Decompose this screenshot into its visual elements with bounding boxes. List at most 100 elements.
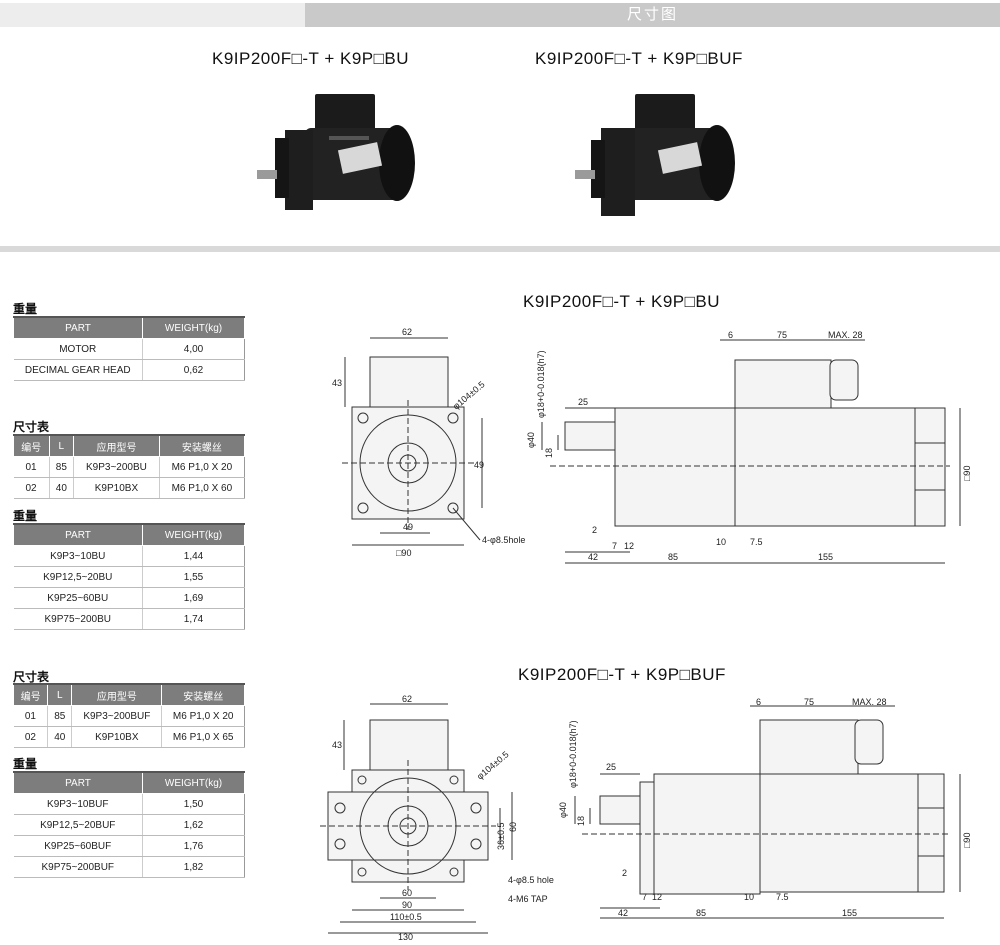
product-title-buf: K9IP200F□-T + K9P□BUF	[535, 49, 743, 68]
product-title-bu: K9IP200F□-T + K9P□BU	[212, 49, 409, 68]
table-cell: K9P3~200BUF	[71, 705, 162, 727]
dim-36: 36±0.5	[496, 823, 506, 850]
dim-7-5: 7.5	[776, 892, 789, 902]
table-cell: 01	[13, 705, 48, 727]
col-weight: WEIGHT(kg)	[142, 316, 245, 339]
table-cell: 4,00	[142, 338, 245, 360]
table-cell: K9P75~200BUF	[13, 856, 143, 878]
dim-12: 12	[624, 541, 634, 551]
table-cell: K9P3~10BU	[13, 545, 143, 567]
table-cell: 02	[13, 477, 50, 499]
dim-75: 75	[777, 330, 787, 340]
table-cell: K9P25~60BU	[13, 587, 143, 609]
dim-90: 90	[402, 900, 412, 910]
dim-2: 2	[622, 868, 627, 878]
dim-42: 42	[618, 908, 628, 918]
dim-75: 75	[804, 697, 814, 707]
table-cell: K9P25~60BUF	[13, 835, 143, 857]
drawing-title-buf: K9IP200F□-T + K9P□BUF	[518, 665, 726, 684]
col-no: 编号	[12, 683, 49, 706]
col-part: PART	[13, 771, 143, 794]
dim-62: 62	[402, 327, 412, 337]
motor-photo-buf	[575, 94, 735, 216]
dim-6: 6	[756, 697, 761, 707]
table-cell: K9P75~200BU	[13, 608, 143, 630]
table-cell: M6 P1,0 X 20	[161, 705, 245, 727]
col-model: 应用型号	[71, 683, 163, 706]
table-cell: 02	[13, 726, 48, 748]
dim-130: 130	[398, 932, 413, 940]
dim-18: 18	[576, 816, 586, 826]
dim-tap: 4-M6 TAP	[508, 894, 548, 904]
table-cell: 01	[13, 456, 50, 478]
table-cell: K9P3~200BU	[73, 456, 160, 478]
table-cell: 40	[47, 726, 72, 748]
size-heading-2: 尺寸表	[13, 670, 50, 684]
section-divider	[0, 246, 1000, 252]
table-cell: 1,50	[142, 793, 245, 815]
dim-110: 110±0.5	[390, 912, 422, 922]
section-title: 尺寸图	[305, 3, 1000, 27]
dim-85: 85	[696, 908, 706, 918]
dim-6: 6	[728, 330, 733, 340]
table-cell: M6 P1,0 X 60	[158, 477, 245, 499]
header-band-left	[0, 3, 305, 27]
dim-104: φ104±0.5	[451, 379, 487, 411]
table-cell: 40	[48, 477, 74, 499]
dim-43: 43	[332, 740, 342, 750]
col-model: 应用型号	[73, 434, 160, 457]
dim-155: 155	[842, 908, 857, 918]
dim-7: 7	[642, 892, 647, 902]
col-screw: 安装螺丝	[161, 683, 245, 706]
table-cell: M6 P1,0 X 20	[158, 456, 245, 478]
dim-60-vertical: 60	[508, 822, 518, 832]
drawing-title-bu: K9IP200F□-T + K9P□BU	[523, 292, 720, 311]
dim-12: 12	[652, 892, 662, 902]
dim-shaft: φ18+0-0.018(h7)	[536, 350, 546, 418]
table-cell: K9P3~10BUF	[13, 793, 143, 815]
col-screw: 安装螺丝	[158, 434, 246, 457]
table-cell: M6 P1,0 X 65	[161, 726, 245, 748]
dim-max28: MAX. 28	[852, 697, 887, 707]
table-cell: 85	[48, 456, 74, 478]
table-cell: K9P10BX	[73, 477, 160, 499]
dim-62: 62	[402, 694, 412, 704]
table-cell: 1,74	[142, 608, 245, 630]
table-cell: 1,76	[142, 835, 245, 857]
table-cell: 0,62	[142, 359, 245, 381]
table-cell: 85	[47, 705, 72, 727]
dim-90-side: □90	[962, 833, 972, 848]
dim-85: 85	[668, 552, 678, 562]
motor-photo-bu	[257, 94, 415, 210]
col-part: PART	[13, 523, 143, 546]
dim-60: 60	[402, 888, 412, 898]
table-cell: 1,69	[142, 587, 245, 609]
weight-heading-1: 重量	[13, 302, 38, 316]
weight-heading-3: 重量	[13, 757, 38, 771]
col-part: PART	[13, 316, 143, 339]
table-cell: DECIMAL GEAR HEAD	[13, 359, 143, 381]
dim-25: 25	[578, 397, 588, 407]
dim-hole: 4-φ8.5hole	[482, 535, 525, 545]
dim-43: 43	[332, 378, 342, 388]
dim-shaft: φ18+0-0.018(h7)	[568, 720, 578, 788]
table-cell: 1,44	[142, 545, 245, 567]
dim-25: 25	[606, 762, 616, 772]
col-weight: WEIGHT(kg)	[142, 771, 245, 794]
table-cell: K9P10BX	[71, 726, 162, 748]
table-cell: K9P12,5~20BUF	[13, 814, 143, 836]
table-cell: K9P12,5~20BU	[13, 566, 143, 588]
dim-40: φ40	[526, 432, 536, 448]
dim-7: 7	[612, 541, 617, 551]
